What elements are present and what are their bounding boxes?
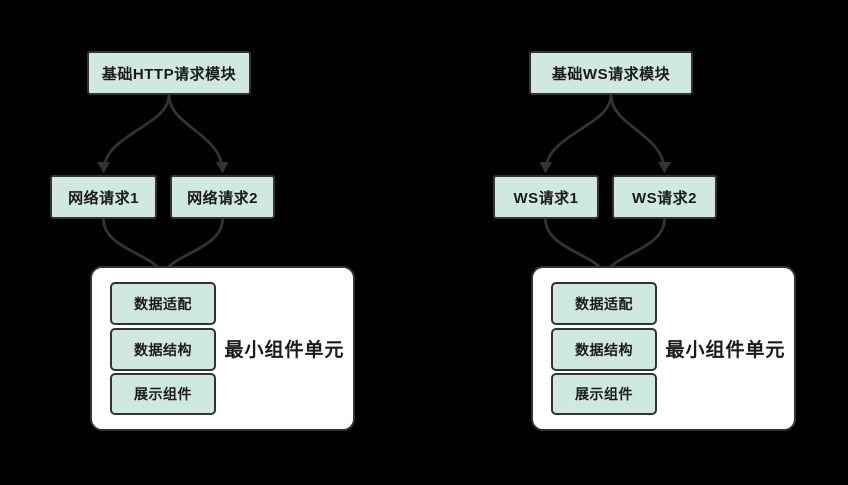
unit-container-http: 数据适配 数据结构 展示组件 最小组件单元 <box>90 266 355 431</box>
edge-ws-root-to-req2 <box>609 93 671 173</box>
unit-label-ws: 最小组件单元 <box>665 340 786 361</box>
node-display-component: 展示组件 <box>551 373 657 415</box>
unit-container-ws: 数据适配 数据结构 展示组件 最小组件单元 <box>531 266 796 431</box>
node-ws-request-2: WS请求2 <box>612 175 717 219</box>
node-network-request-1: 网络请求1 <box>50 175 157 219</box>
edge-ws-root-to-req1 <box>539 93 613 173</box>
edge-http-req2-to-unit <box>163 217 224 274</box>
edge-http-req1-to-unit <box>102 217 163 274</box>
node-ws-request-1: WS请求1 <box>493 175 599 219</box>
node-ws-root-module: 基础WS请求模块 <box>529 51 693 95</box>
node-data-structure: 数据结构 <box>551 328 657 371</box>
edge-http-root-to-req1 <box>97 93 171 173</box>
node-display-component: 展示组件 <box>110 373 216 415</box>
node-data-adapter: 数据适配 <box>551 282 657 325</box>
edge-ws-req1-to-unit <box>544 217 605 274</box>
edge-http-root-to-req2 <box>167 93 229 173</box>
node-data-structure: 数据结构 <box>110 328 216 371</box>
edge-ws-req2-to-unit <box>605 217 666 274</box>
node-data-adapter: 数据适配 <box>110 282 216 325</box>
unit-label-http: 最小组件单元 <box>224 340 345 361</box>
node-network-request-2: 网络请求2 <box>170 175 275 219</box>
node-http-root-module: 基础HTTP请求模块 <box>87 51 251 95</box>
